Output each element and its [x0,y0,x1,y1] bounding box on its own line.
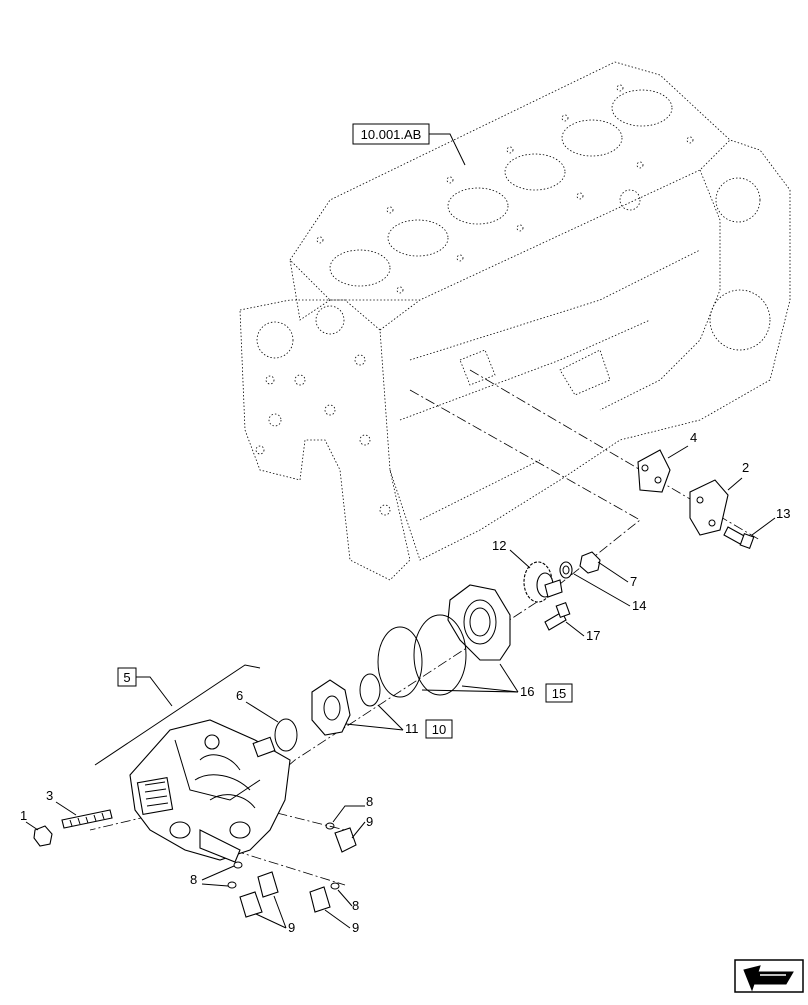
callout-6: 6 [236,688,243,703]
callout-8-upper: 8 [366,794,373,809]
injection-pump-assembly [94,664,291,863]
callout-7: 7 [630,574,637,589]
callout-3: 3 [46,788,53,803]
flange-housing [447,584,511,661]
callout-17: 17 [586,628,600,643]
callout-15: 15 [552,686,566,701]
adapter-flange [311,679,351,736]
callout-1: 1 [20,808,27,823]
stud-17 [544,601,571,631]
gasket-4 [637,449,671,493]
gear-12 [523,561,563,603]
fittings-8-9 [227,822,357,918]
o-ring-6 [274,718,298,752]
callout-11: 11 [405,721,419,736]
washer-14 [559,561,573,579]
o-ring-11 [359,673,381,707]
nut-7 [579,551,601,574]
callout-16: 16 [520,684,534,699]
callout-2: 2 [742,460,749,475]
callout-10: 10 [432,722,446,737]
cover-plate-2 [689,479,729,536]
callout-12: 12 [492,538,506,553]
callouts: 1 2 3 4 5 6 7 8 8 8 9 9 9 [20,430,790,935]
stud-3 [61,809,113,829]
nut-1 [33,825,53,847]
callout-8-lower-left: 8 [190,872,197,887]
callout-9-upper: 9 [366,814,373,829]
callout-9-lower-right: 9 [352,920,359,935]
callout-8-lower-right: 8 [352,898,359,913]
callout-13: 13 [776,506,790,521]
reference-label: 10.001.AB [361,127,422,142]
o-ring-16-large [413,614,467,696]
callout-14: 14 [632,598,646,613]
callout-9-lower-left: 9 [288,920,295,935]
next-page-arrow-icon[interactable] [734,959,804,993]
callout-4: 4 [690,430,697,445]
callout-5: 5 [123,670,130,685]
reference-box-10-001-ab[interactable]: 10.001.AB [352,123,466,166]
o-ring-16-medium [377,626,423,698]
engine-block [239,61,791,581]
bolt-13 [723,526,755,550]
